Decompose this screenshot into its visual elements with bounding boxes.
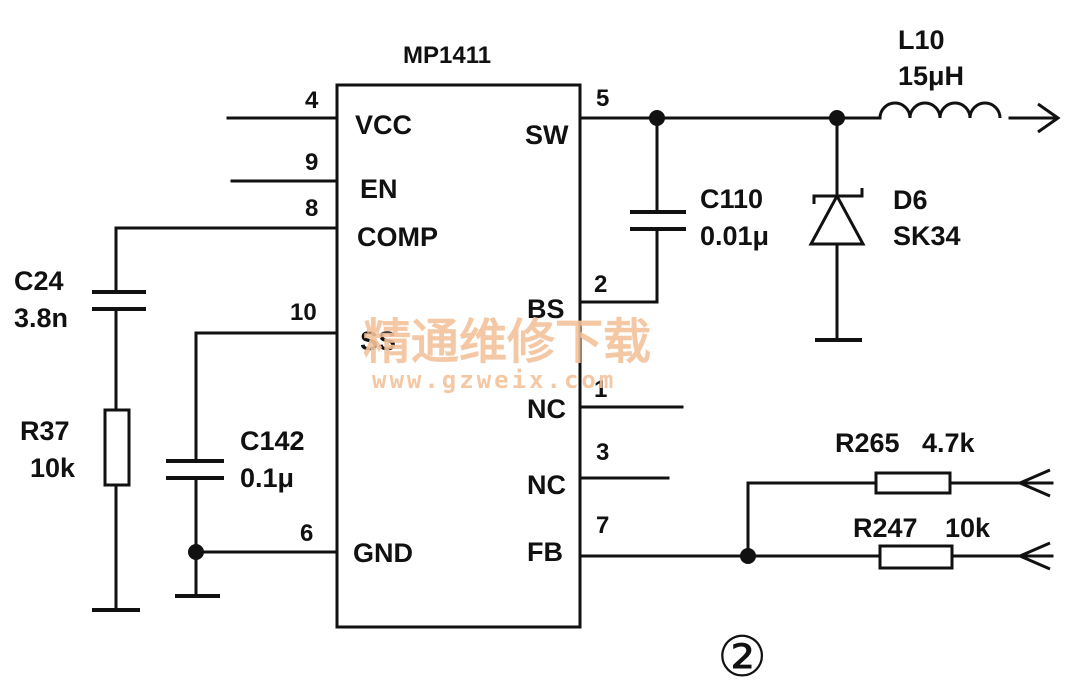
l10-ref: L10	[898, 25, 945, 55]
r265-input-arrow	[1016, 468, 1051, 498]
pin-ss-number: 10	[290, 299, 317, 326]
fb-divider-wire	[746, 481, 878, 558]
pin-nc3-number: 3	[596, 439, 609, 466]
r247-value: 10k	[945, 513, 991, 543]
d6-ref: D6	[893, 185, 928, 215]
pin-sw-label: SW	[525, 120, 569, 150]
r247-input-arrow	[1016, 541, 1051, 571]
pin-fb-label: FB	[527, 537, 563, 567]
c24-value: 3.8n	[14, 303, 68, 333]
pin-bs-label: BS	[527, 294, 565, 324]
c110-value: 0.01μ	[700, 221, 769, 251]
ic-body	[335, 83, 582, 629]
output-arrow	[1037, 102, 1061, 134]
pin-gnd-number: 6	[300, 520, 313, 547]
l10-coil	[878, 101, 1002, 119]
ic-name: MP1411	[403, 42, 491, 69]
r265-ref: R265	[835, 428, 900, 458]
watermark-text: 精通维修下载	[363, 314, 651, 370]
pin-comp-label: COMP	[357, 222, 438, 252]
r37-body	[103, 408, 131, 487]
figure-marker: ②	[717, 625, 767, 690]
pin-en-label: EN	[360, 174, 398, 204]
r247-body	[878, 544, 954, 570]
pin-en-number: 9	[305, 149, 318, 176]
junction-sw-c110	[649, 110, 665, 126]
pin-sw-number: 5	[596, 85, 609, 112]
pin-bs-number: 2	[594, 271, 607, 298]
pin-gnd-label: GND	[353, 538, 413, 568]
junction-gnd	[188, 544, 204, 560]
r247-ref: R247	[853, 513, 918, 543]
c24-ref: C24	[14, 266, 64, 296]
c142-ref: C142	[240, 426, 305, 456]
r265-value: 4.7k	[922, 428, 976, 458]
d6-value: SK34	[893, 221, 961, 251]
c142-value: 0.1μ	[240, 463, 294, 493]
r37-value: 10k	[30, 453, 76, 483]
pin-ss-label: SS	[360, 326, 396, 356]
d6-triangle	[808, 192, 866, 246]
pin-fb-number: 7	[596, 512, 609, 539]
pin-vcc-number: 4	[305, 87, 319, 114]
pin-nc1-label: NC	[527, 394, 566, 424]
r37-ref: R37	[20, 416, 70, 446]
pin-comp-number: 8	[305, 195, 318, 222]
r265-body	[874, 471, 952, 495]
c110-ref: C110	[700, 184, 763, 214]
pin-nc3-label: NC	[527, 470, 566, 500]
pin-vcc-label: VCC	[355, 110, 412, 140]
l10-value: 15μH	[898, 61, 964, 91]
pin-nc1-number: 1	[594, 376, 607, 403]
watermark-url: www.gzweix.com	[372, 366, 616, 394]
